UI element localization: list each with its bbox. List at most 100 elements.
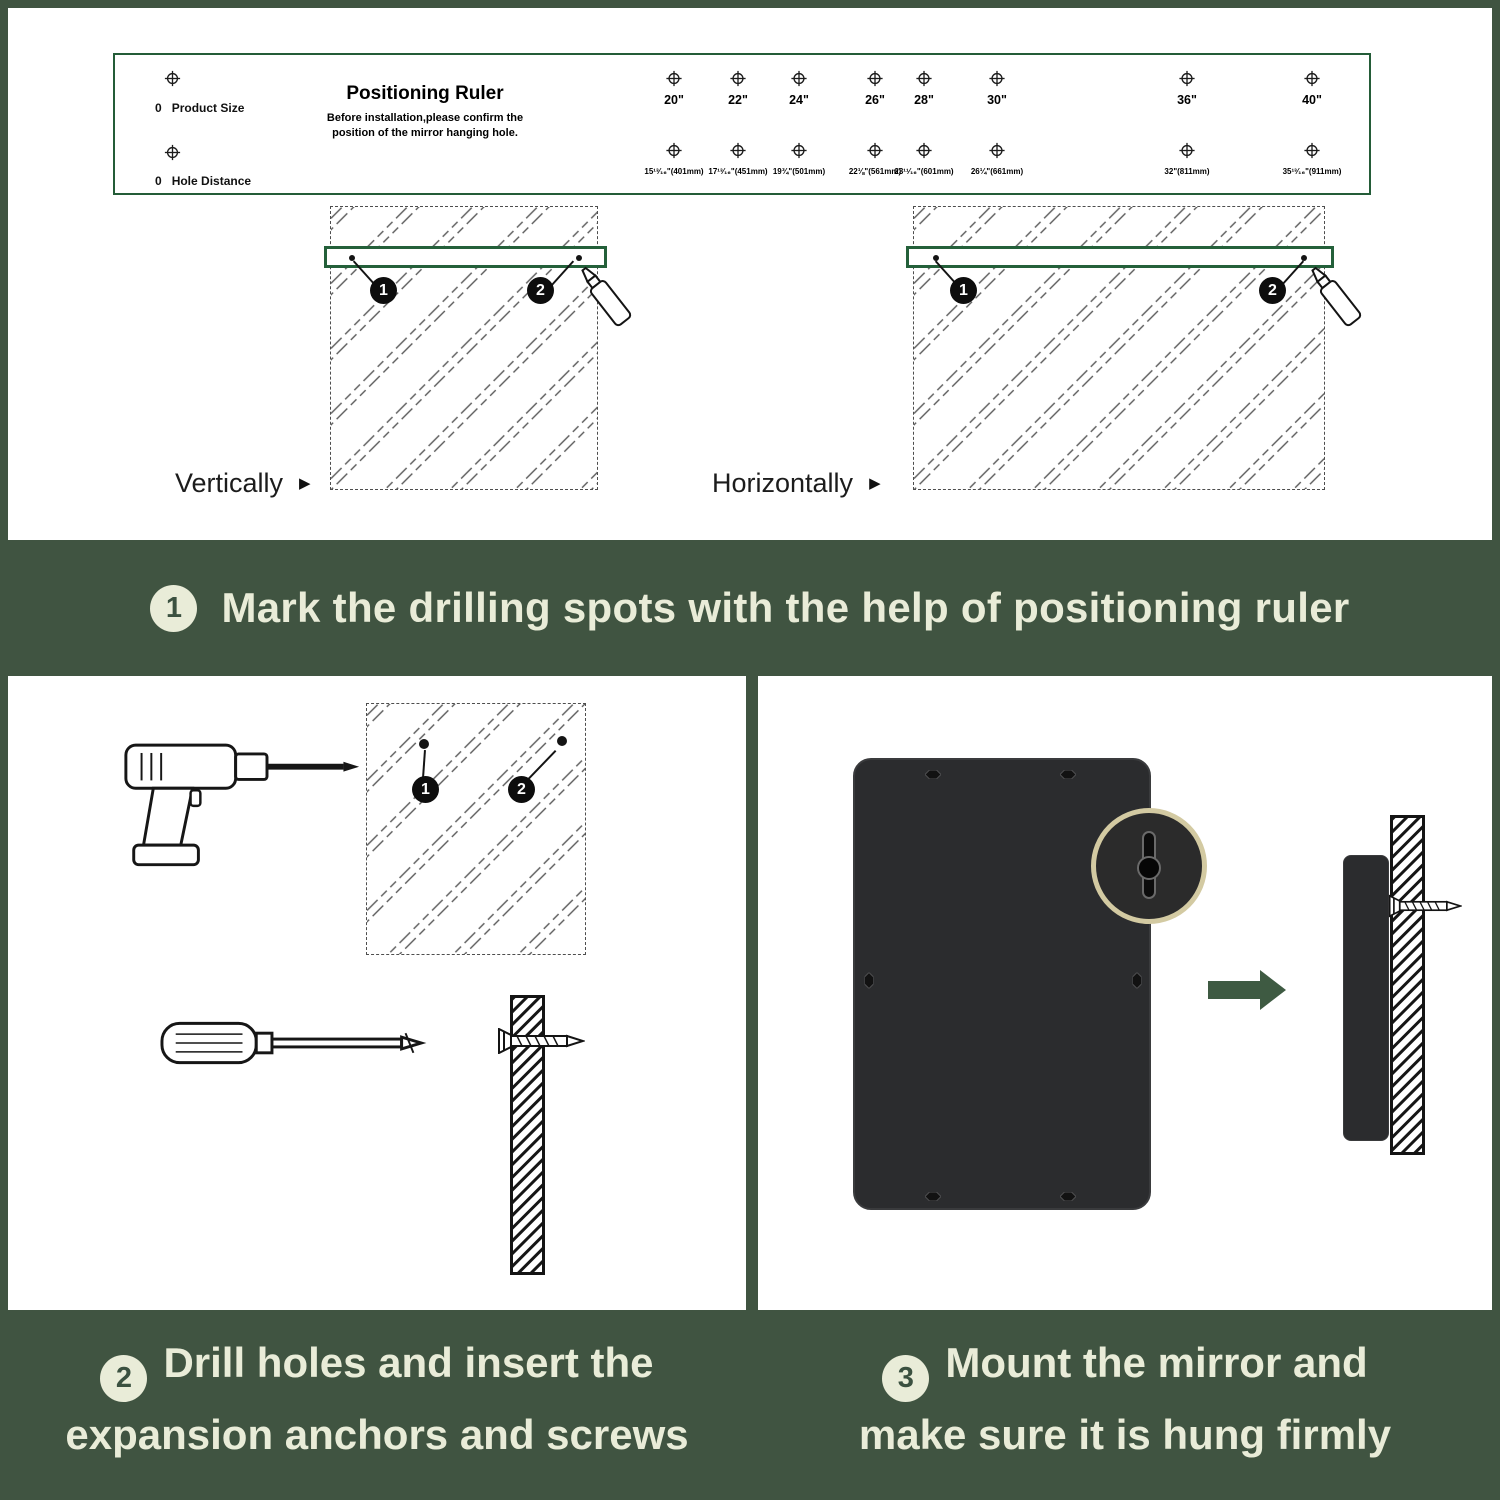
horizontal-label: Horizontally ▶	[712, 468, 881, 498]
ruler-subtitle-2: position of the mirror hanging hole.	[332, 127, 518, 139]
ruler-column: 28" 23¹¹⁄₁₆"(601mm)	[876, 55, 972, 193]
keyhole-slot-icon	[1133, 973, 1142, 989]
ruler-column: 40" 35¹³⁄₁₆"(911mm)	[1264, 55, 1360, 193]
crosshair-icon	[790, 141, 809, 160]
hole-mark	[349, 255, 355, 261]
step-1-badge: 1	[150, 584, 198, 632]
zero-mark: 0	[155, 101, 162, 115]
screwdriver-icon	[160, 1021, 427, 1065]
distance-label: 17¹³⁄₁₆"(451mm)	[708, 167, 768, 176]
zero-mark: 0	[155, 174, 162, 188]
keyhole-detail-icon	[1137, 831, 1161, 899]
hole-distance-label: 0 Hole Distance	[155, 174, 251, 188]
size-label: 28"	[914, 93, 934, 107]
drill-spot	[419, 739, 429, 749]
step-3-line1: Mount the mirror and	[945, 1339, 1368, 1386]
keyhole-slot-icon	[1060, 1192, 1076, 1201]
marker-1-badge: 1	[412, 776, 439, 803]
keyhole-slot-icon	[925, 770, 941, 779]
step-1-text: Mark the drilling spots with the help of…	[221, 584, 1350, 631]
distance-label: 32"(811mm)	[1164, 167, 1210, 176]
crosshair-icon	[915, 141, 934, 160]
step-2-caption: 2 Drill holes and insert the expansion an…	[8, 1330, 746, 1467]
ruler-column: 26" 22⅛"(561mm)	[827, 55, 923, 193]
ruler-subtitle-1: Before installation,please confirm the	[326, 112, 524, 124]
crosshair-icon	[729, 69, 748, 88]
wall-cross-section	[1390, 815, 1425, 1155]
positioning-ruler: 0 Product Size 0 Hole Distance Positioni…	[113, 53, 1371, 195]
step-2-badge: 2	[100, 1354, 148, 1402]
marker-1-badge: 1	[950, 277, 977, 304]
keyhole-slot-icon	[1060, 770, 1076, 779]
ruler-column: 20" 15¹³⁄₁₆"(401mm)	[626, 55, 722, 193]
screw-icon	[497, 1028, 585, 1054]
step-3-badge: 3	[882, 1354, 930, 1402]
distance-label: 22⅛"(561mm)	[848, 167, 902, 176]
hole-mark	[933, 255, 939, 261]
drill-spot	[557, 736, 567, 746]
step-2-line2: expansion anchors and screws	[65, 1410, 689, 1458]
size-label: 36"	[1177, 93, 1197, 107]
marker-2-badge: 2	[527, 277, 554, 304]
mirror-side-view	[1343, 855, 1389, 1141]
marker-1-badge: 1	[370, 277, 397, 304]
crosshair-icon	[988, 141, 1007, 160]
crosshair-icon	[1178, 141, 1197, 160]
mount-mirror-section	[758, 676, 1492, 1310]
drill-anchors-section: 1 2	[8, 676, 746, 1310]
crosshair-icon	[1303, 141, 1322, 160]
screw-icon	[1388, 894, 1462, 918]
step-3-caption: 3 Mount the mirror and make sure it is hu…	[758, 1330, 1492, 1467]
ruler-strip-vertical	[324, 246, 607, 268]
step-2-line1: Drill holes and insert the	[163, 1339, 654, 1386]
size-label: 24"	[789, 93, 809, 107]
crosshair-icon	[1303, 69, 1322, 88]
hole-distance-text: Hole Distance	[171, 174, 252, 188]
hole-mark	[1301, 255, 1307, 261]
crosshair-icon	[163, 143, 182, 162]
ruler-column: 36" 32"(811mm)	[1139, 55, 1235, 193]
vertical-label: Vertically ▶	[175, 468, 311, 498]
product-size-label: 0 Product Size	[155, 101, 244, 115]
size-label: 20"	[664, 93, 684, 107]
crosshair-icon	[665, 69, 684, 88]
step-2-line1-wrap: 2 Drill holes and insert the	[8, 1330, 746, 1402]
ruler-column: 30" 26¼"(661mm)	[949, 55, 1045, 193]
drill-icon	[124, 743, 360, 867]
wall-hatch-drill	[366, 703, 586, 955]
step-3-line2: make sure it is hung firmly	[858, 1410, 1392, 1458]
crosshair-icon	[1178, 69, 1197, 88]
size-label: 40"	[1302, 93, 1322, 107]
size-label: 22"	[728, 93, 748, 107]
marker-2-badge: 2	[508, 776, 535, 803]
distance-label: 26¼"(661mm)	[970, 167, 1024, 176]
keyhole-slot-icon	[865, 973, 874, 989]
product-size-text: Product Size	[171, 101, 245, 115]
step-1-caption: 1 Mark the drilling spots with the help …	[0, 540, 1500, 676]
keyhole-zoom	[1091, 808, 1207, 924]
size-label: 26"	[865, 93, 885, 107]
crosshair-icon	[790, 69, 809, 88]
crosshair-icon	[915, 69, 934, 88]
distance-label: 35¹³⁄₁₆"(911mm)	[1282, 167, 1342, 176]
triangle-icon: ▶	[869, 475, 881, 492]
triangle-icon: ▶	[299, 475, 311, 492]
step-3-line1-wrap: 3 Mount the mirror and	[758, 1330, 1492, 1402]
hole-mark	[576, 255, 582, 261]
ruler-title: Positioning Ruler	[346, 83, 504, 104]
marker-2-badge: 2	[1259, 277, 1286, 304]
crosshair-icon	[988, 69, 1007, 88]
arrow-right-icon	[1208, 970, 1286, 1010]
crosshair-icon	[729, 141, 748, 160]
keyhole-slot-icon	[925, 1192, 941, 1201]
ruler-column: 24" 19¾"(501mm)	[751, 55, 847, 193]
positioning-ruler-section: 0 Product Size 0 Hole Distance Positioni…	[8, 8, 1492, 540]
crosshair-icon	[163, 69, 182, 88]
size-label: 30"	[987, 93, 1007, 107]
distance-label: 15¹³⁄₁₆"(401mm)	[644, 167, 704, 176]
distance-label: 19¾"(501mm)	[772, 167, 826, 176]
distance-label: 23¹¹⁄₁₆"(601mm)	[894, 167, 954, 176]
ruler-column: 22" 17¹³⁄₁₆"(451mm)	[690, 55, 786, 193]
ruler-strip-horizontal	[906, 246, 1334, 268]
